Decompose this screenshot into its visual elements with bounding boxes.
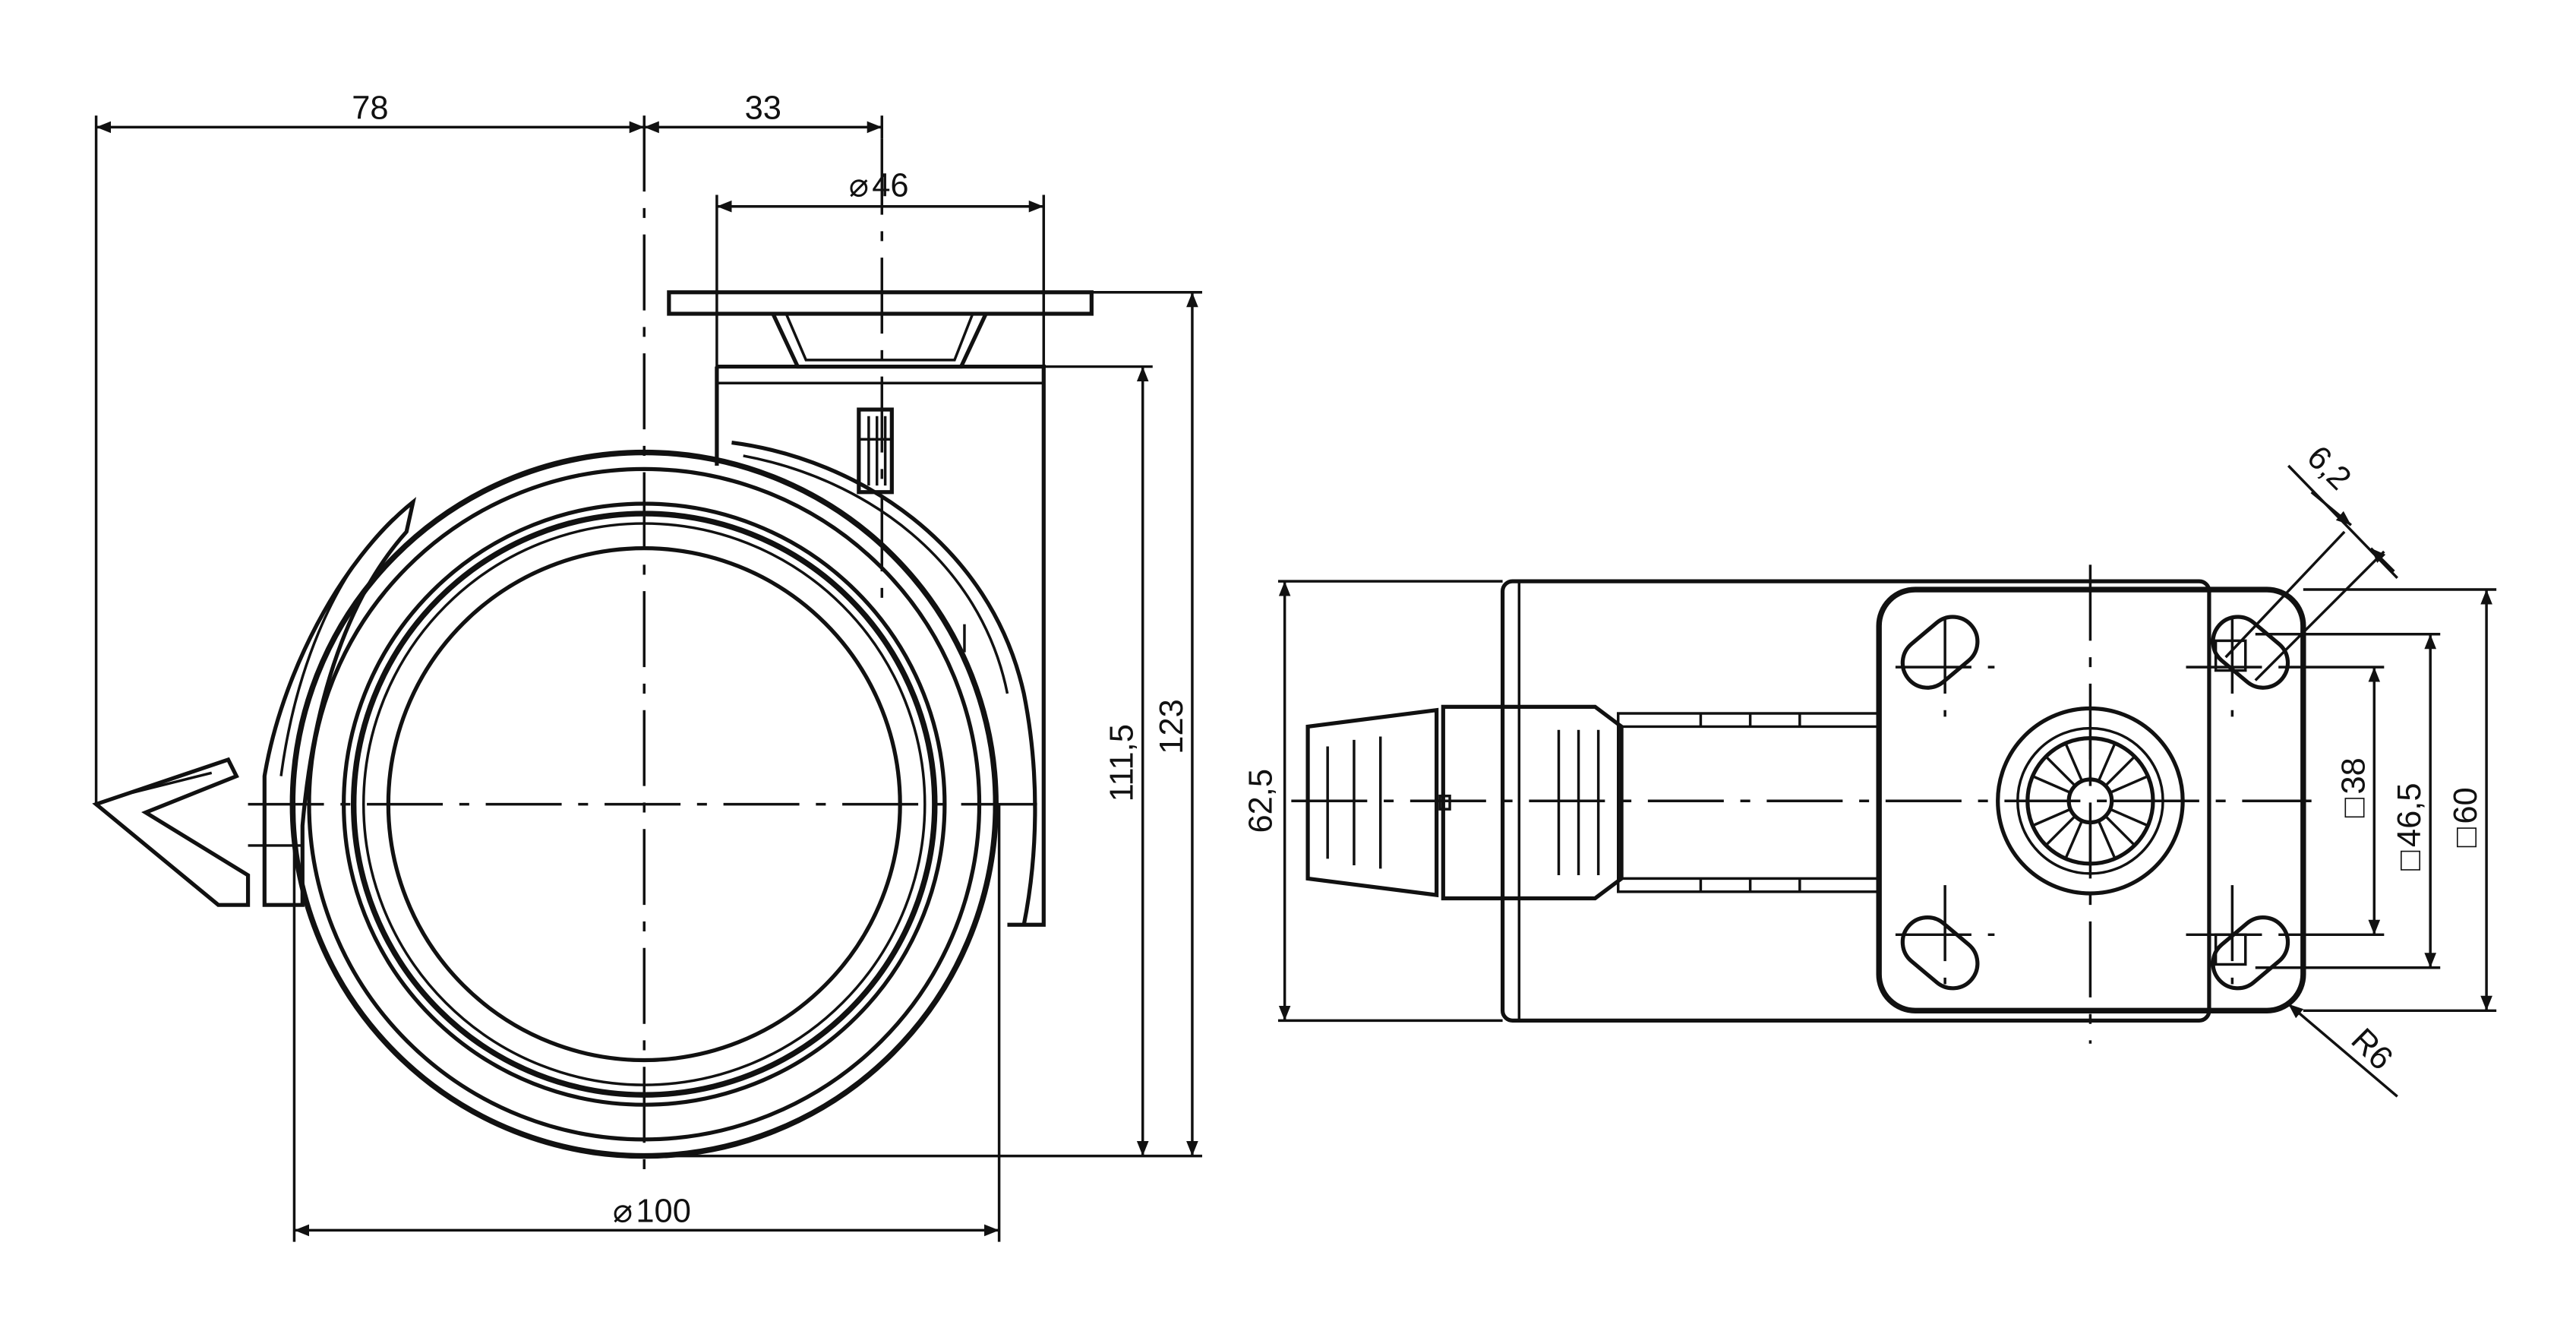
sq-symbol-46-5: □ [2391, 850, 2428, 871]
dim-dia-46: 46 [872, 168, 908, 204]
dim-r6: R6 [2344, 1022, 2400, 1077]
dim-6-2-leader [2224, 464, 2398, 681]
sq-symbol-38: □ [2335, 797, 2372, 817]
dim-6-2: 6,2 [2300, 439, 2358, 498]
mounting-slots [1900, 615, 2290, 991]
dim-sq-60: 60 [2448, 787, 2484, 824]
dim-111-5: 111,5 [1104, 724, 1141, 801]
dim-33: 33 [745, 90, 781, 127]
dim-sq-38: 38 [2335, 757, 2372, 794]
brake-pedal-top [1305, 704, 1624, 901]
dia-symbol-46: ⌀ [849, 168, 869, 204]
dim-sq-46-5: 46,5 [2391, 782, 2428, 847]
dim-dia-100: 100 [636, 1193, 691, 1230]
dim-78: 78 [352, 90, 388, 127]
dim-123: 123 [1154, 699, 1190, 754]
top-view: 62,5 □ 38 □ 46,5 □ 60 6,2 R6 [1242, 439, 2497, 1098]
brand-logo [857, 407, 894, 495]
dia-symbol-100: ⌀ [613, 1193, 633, 1230]
housing-cover [731, 440, 1037, 925]
side-view: 78 33 ⌀ 46 111,5 123 ⌀ 100 [92, 90, 1202, 1242]
dim-62-5: 62,5 [1242, 769, 1279, 833]
sq-symbol-60: □ [2448, 827, 2484, 847]
mounting-plate [667, 290, 1094, 316]
